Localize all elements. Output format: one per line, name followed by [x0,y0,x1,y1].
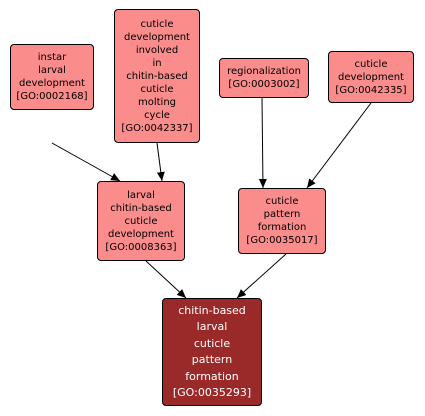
edge-n1-n5 [51,142,121,182]
node-label-line: formation [257,222,307,233]
node-go-id: [GO:0002168] [16,91,88,102]
node-label-line: involved [135,44,179,56]
node-label-line: development [108,228,174,240]
node-label-line: cuticle [265,196,299,207]
node-cuticle-pattern-formation[interactable]: cuticle pattern formation [GO:0035017] [238,188,326,254]
node-larval-chitin-based-cuticle-development[interactable]: larval chitin-based cuticle development … [97,181,185,261]
node-label-line: development [124,31,190,43]
node-chitin-based-larval-cuticle-pattern-formation[interactable]: chitin-based larval cuticle pattern form… [162,298,262,406]
node-label-line: chitin-based [178,303,246,317]
node-label-line: in [152,57,162,69]
node-label-line: cuticle [354,58,388,70]
node-label-line: regionalization [227,66,301,77]
node-label-line: cycle [144,109,170,121]
node-go-id: [GO:0042337] [121,122,193,134]
edge-n6-n7 [236,253,287,299]
node-label-line: pattern [191,353,233,366]
node-go-id: [GO:0008363] [105,241,177,253]
node-label-line: formation [185,369,239,383]
node-label-line: chitin-based [110,202,172,214]
node-go-id: [GO:0003002] [228,79,300,90]
node-label-line: larval [196,320,228,333]
node-label-line: cuticle [124,215,158,227]
node-label-line: molting [137,96,177,108]
node-label-line: larval [127,189,155,201]
node-regionalization[interactable]: regionalization [GO:0003002] [219,58,309,98]
node-label-line: pattern [263,209,301,220]
node-label-line: chitin-based [126,70,188,82]
node-instar-larval-development[interactable]: instar larval development [GO:0002168] [10,44,94,110]
node-label-line: cuticle [140,83,174,95]
node-label-line: cuticle [193,336,231,350]
edge-n2-n5 [156,142,165,182]
edge-n3-n6 [258,97,267,189]
node-label-line: larval [38,65,66,76]
node-go-id: [GO:0035293] [172,386,252,399]
node-label-line: development [338,71,404,83]
node-go-id: [GO:0035017] [246,235,318,246]
edge-n5-n7 [145,260,187,299]
node-go-id: [GO:0042335] [335,84,407,96]
node-label-line: development [19,78,85,89]
node-cuticle-development-molting-cycle[interactable]: cuticle development involved in chitin-b… [114,9,200,143]
node-label-line: cuticle [140,18,174,30]
node-cuticle-development[interactable]: cuticle development [GO:0042335] [328,51,414,103]
node-label-line: instar [37,52,67,63]
edge-n4-n6 [306,102,372,189]
